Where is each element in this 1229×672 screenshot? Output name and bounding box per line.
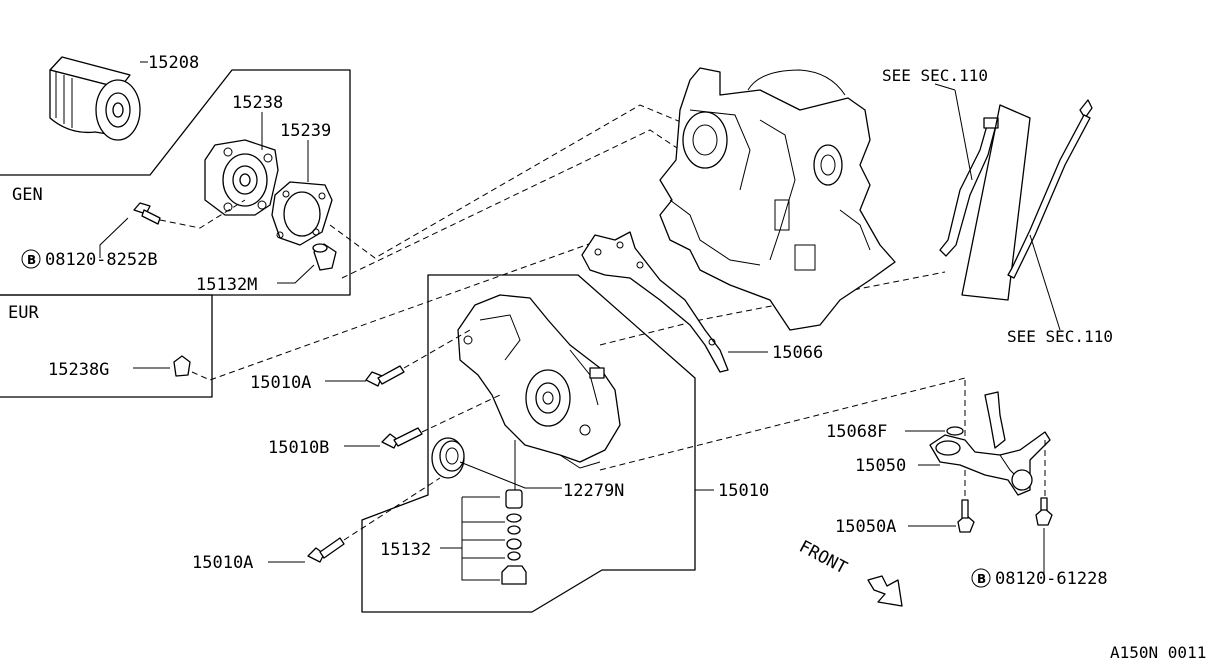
eur-box	[0, 294, 213, 398]
label-15010: 15010	[718, 481, 769, 501]
label-15050: 15050	[855, 456, 906, 476]
circled-b-letter: B	[977, 572, 986, 586]
gasket-icon	[271, 140, 333, 246]
filter-bracket-icon	[204, 112, 279, 216]
strainer-bolt-icon	[908, 499, 975, 533]
label-15050a: 15050A	[835, 517, 896, 537]
label-15068f: 15068F	[826, 422, 887, 442]
circled-b-icon: B	[21, 249, 41, 269]
label-15010a-top: 15010A	[250, 373, 311, 393]
strainer-bracket-bolt-icon	[1035, 497, 1053, 575]
label-08120-61228: 08120-61228	[995, 569, 1108, 589]
label-15208: 15208	[148, 53, 199, 73]
label-gen: GEN	[12, 185, 43, 205]
pump-bolt-a-top-icon	[325, 329, 471, 387]
gen-box	[0, 69, 351, 296]
oil-strainer-icon	[905, 380, 1051, 510]
label-15066: 15066	[772, 343, 823, 363]
label-15132: 15132	[380, 540, 431, 560]
front-arrow-icon	[867, 575, 903, 607]
relief-valve-kit-icon	[440, 489, 527, 585]
label-15238g: 15238G	[48, 360, 109, 380]
plug-icon	[277, 243, 337, 284]
bracket-bolt-icon	[99, 199, 246, 258]
plug-eur-icon	[133, 355, 191, 377]
label-15132m: 15132M	[196, 275, 257, 295]
connection-lines	[191, 104, 966, 471]
dipstick-panel	[961, 104, 1031, 301]
o-ring-icon	[946, 426, 964, 436]
label-15010a-bottom: 15010A	[192, 553, 253, 573]
label-08120-8252b: 08120-8252B	[45, 250, 158, 270]
label-eur: EUR	[8, 303, 39, 323]
gauge-tube-icon	[934, 83, 999, 257]
oil-filter-icon	[49, 56, 148, 141]
label-15010b: 15010B	[268, 438, 329, 458]
circled-b-letter: B	[27, 253, 36, 267]
oil-seal-icon	[431, 437, 562, 489]
engine-block-icon	[659, 67, 896, 331]
oil-level-gauge-icon	[1007, 99, 1093, 331]
label-15238: 15238	[232, 93, 283, 113]
label-front: FRONT	[796, 537, 851, 579]
pump-bolt-b-icon	[344, 394, 501, 449]
pump-bolt-a-bottom-icon	[268, 477, 441, 563]
label-15239: 15239	[280, 121, 331, 141]
label-see-sec-top: SEE SEC.110	[882, 66, 988, 85]
figure-code: A150N 0011	[1110, 643, 1206, 662]
oil-pump-icon	[457, 294, 621, 495]
circled-b-icon: B	[971, 568, 991, 588]
label-12279n: 12279N	[563, 481, 624, 501]
front-gasket-icon	[581, 231, 768, 373]
label-see-sec-right: SEE SEC.110	[1007, 327, 1113, 346]
